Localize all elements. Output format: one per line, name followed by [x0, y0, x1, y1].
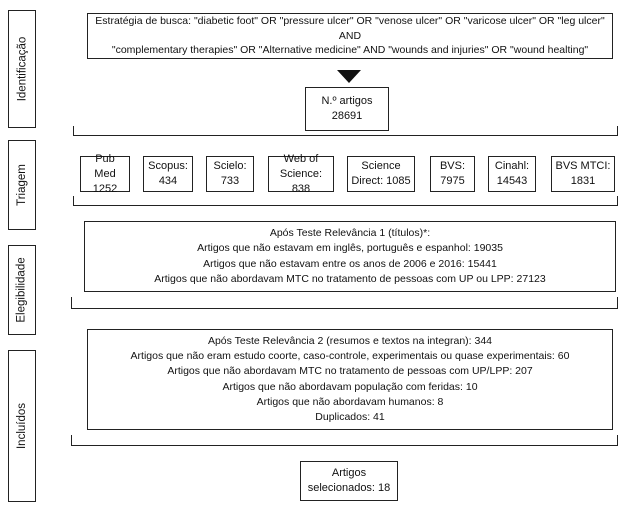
total-articles-box: N.º artigos 28691: [305, 87, 389, 131]
db-count: 1831: [570, 175, 596, 187]
relevance-1-box: Após Teste Relevância 1 (títulos)*: Arti…: [84, 221, 616, 292]
db-name: Web of: [283, 152, 319, 165]
db-name: Scopus:: [148, 160, 188, 172]
total-articles-label: N.º artigos: [321, 95, 373, 107]
search-strategy-line-2: "complementary therapies" OR "Alternativ…: [111, 44, 589, 57]
stage-eligibility: Elegibilidade: [8, 245, 36, 335]
stage-screening: Triagem: [8, 140, 36, 230]
db-name: BVS:: [439, 160, 466, 172]
stage-included: Incluídos: [8, 350, 36, 502]
db-name: Science: [361, 160, 401, 172]
db-box-bvs-mtci: BVS MTCI: 1831: [551, 156, 615, 192]
search-strategy-line-1: Estratégia de busca: "diabetic foot" OR …: [95, 15, 605, 42]
bracket-3-right: [617, 297, 618, 309]
bracket-4-left: [71, 435, 72, 446]
bracket-2-horizontal: [73, 205, 618, 206]
search-strategy-box: Estratégia de busca: "diabetic foot" OR …: [87, 13, 613, 59]
bracket-3-horizontal: [71, 308, 618, 309]
bracket-2-right: [617, 196, 618, 206]
db-name: Cinahl:: [494, 160, 530, 172]
bracket-3-left: [71, 297, 72, 309]
relevance-1-item: Artigos que não abordavam MTC no tratame…: [154, 272, 546, 285]
db-count: 434: [158, 175, 178, 187]
db-box-web-of-science: Web of Science: 838: [268, 153, 334, 195]
db-name: BVS MTCI:: [555, 160, 611, 172]
bracket-4-horizontal: [71, 445, 618, 446]
db-box-scielo: Scielo: 733: [206, 156, 254, 192]
bracket-1-right: [617, 126, 618, 136]
stage-included-label: Incluídos: [16, 402, 28, 450]
selected-articles-label: Artigos: [331, 467, 367, 479]
db-box-science-direct: Science Direct: 1085: [347, 156, 415, 192]
db-box-pubmed: Pub Med 1252: [80, 153, 130, 195]
db-count: 733: [220, 175, 240, 187]
relevance-2-item: Artigos que não eram estudo coorte, caso…: [130, 350, 570, 363]
total-articles-count: 28691: [331, 110, 363, 122]
stage-identification-label: Identificação: [16, 36, 29, 102]
db-box-scopus: Scopus: 434: [143, 156, 193, 192]
down-arrow-icon: [337, 70, 361, 83]
db-count: 14543: [496, 175, 528, 187]
db-name: Scielo:: [213, 160, 247, 172]
relevance-2-title: Após Teste Relevância 2 (resumos e texto…: [207, 334, 493, 347]
selected-articles-count: selecionados: 18: [307, 482, 391, 494]
db-count: 1252: [92, 182, 118, 195]
bracket-1-left: [73, 126, 74, 136]
relevance-2-item: Duplicados: 41: [315, 410, 385, 423]
db-name: Pub Med: [94, 152, 116, 180]
stage-eligibility-label: Elegibilidade: [16, 257, 28, 323]
db-count: 7975: [440, 175, 465, 187]
relevance-2-item: Artigos que não abordavam população com …: [222, 380, 478, 393]
db-box-bvs: BVS: 7975: [430, 156, 475, 192]
selected-articles-box: Artigos selecionados: 18: [300, 461, 398, 501]
relevance-2-item: Artigos que não abordavam humanos: 8: [256, 395, 444, 408]
bracket-1-horizontal: [73, 135, 618, 136]
bracket-4-right: [617, 435, 618, 446]
relevance-1-item: Artigos que não estavam em inglês, portu…: [197, 242, 503, 255]
bracket-2-left: [73, 196, 74, 206]
relevance-1-item: Artigos que não estavam entre os anos de…: [203, 257, 497, 270]
db-count: Science: 838: [279, 167, 323, 195]
stage-screening-label: Triagem: [16, 164, 28, 206]
relevance-1-title: Após Teste Relevância 1 (títulos)*:: [269, 227, 431, 240]
stage-identification: Identificação: [8, 10, 36, 128]
db-box-cinahl: Cinahl: 14543: [488, 156, 536, 192]
db-count: Direct: 1085: [351, 175, 411, 187]
relevance-2-item: Artigos que não abordavam MTC no tratame…: [167, 365, 533, 378]
relevance-2-box: Após Teste Relevância 2 (resumos e texto…: [87, 329, 613, 430]
